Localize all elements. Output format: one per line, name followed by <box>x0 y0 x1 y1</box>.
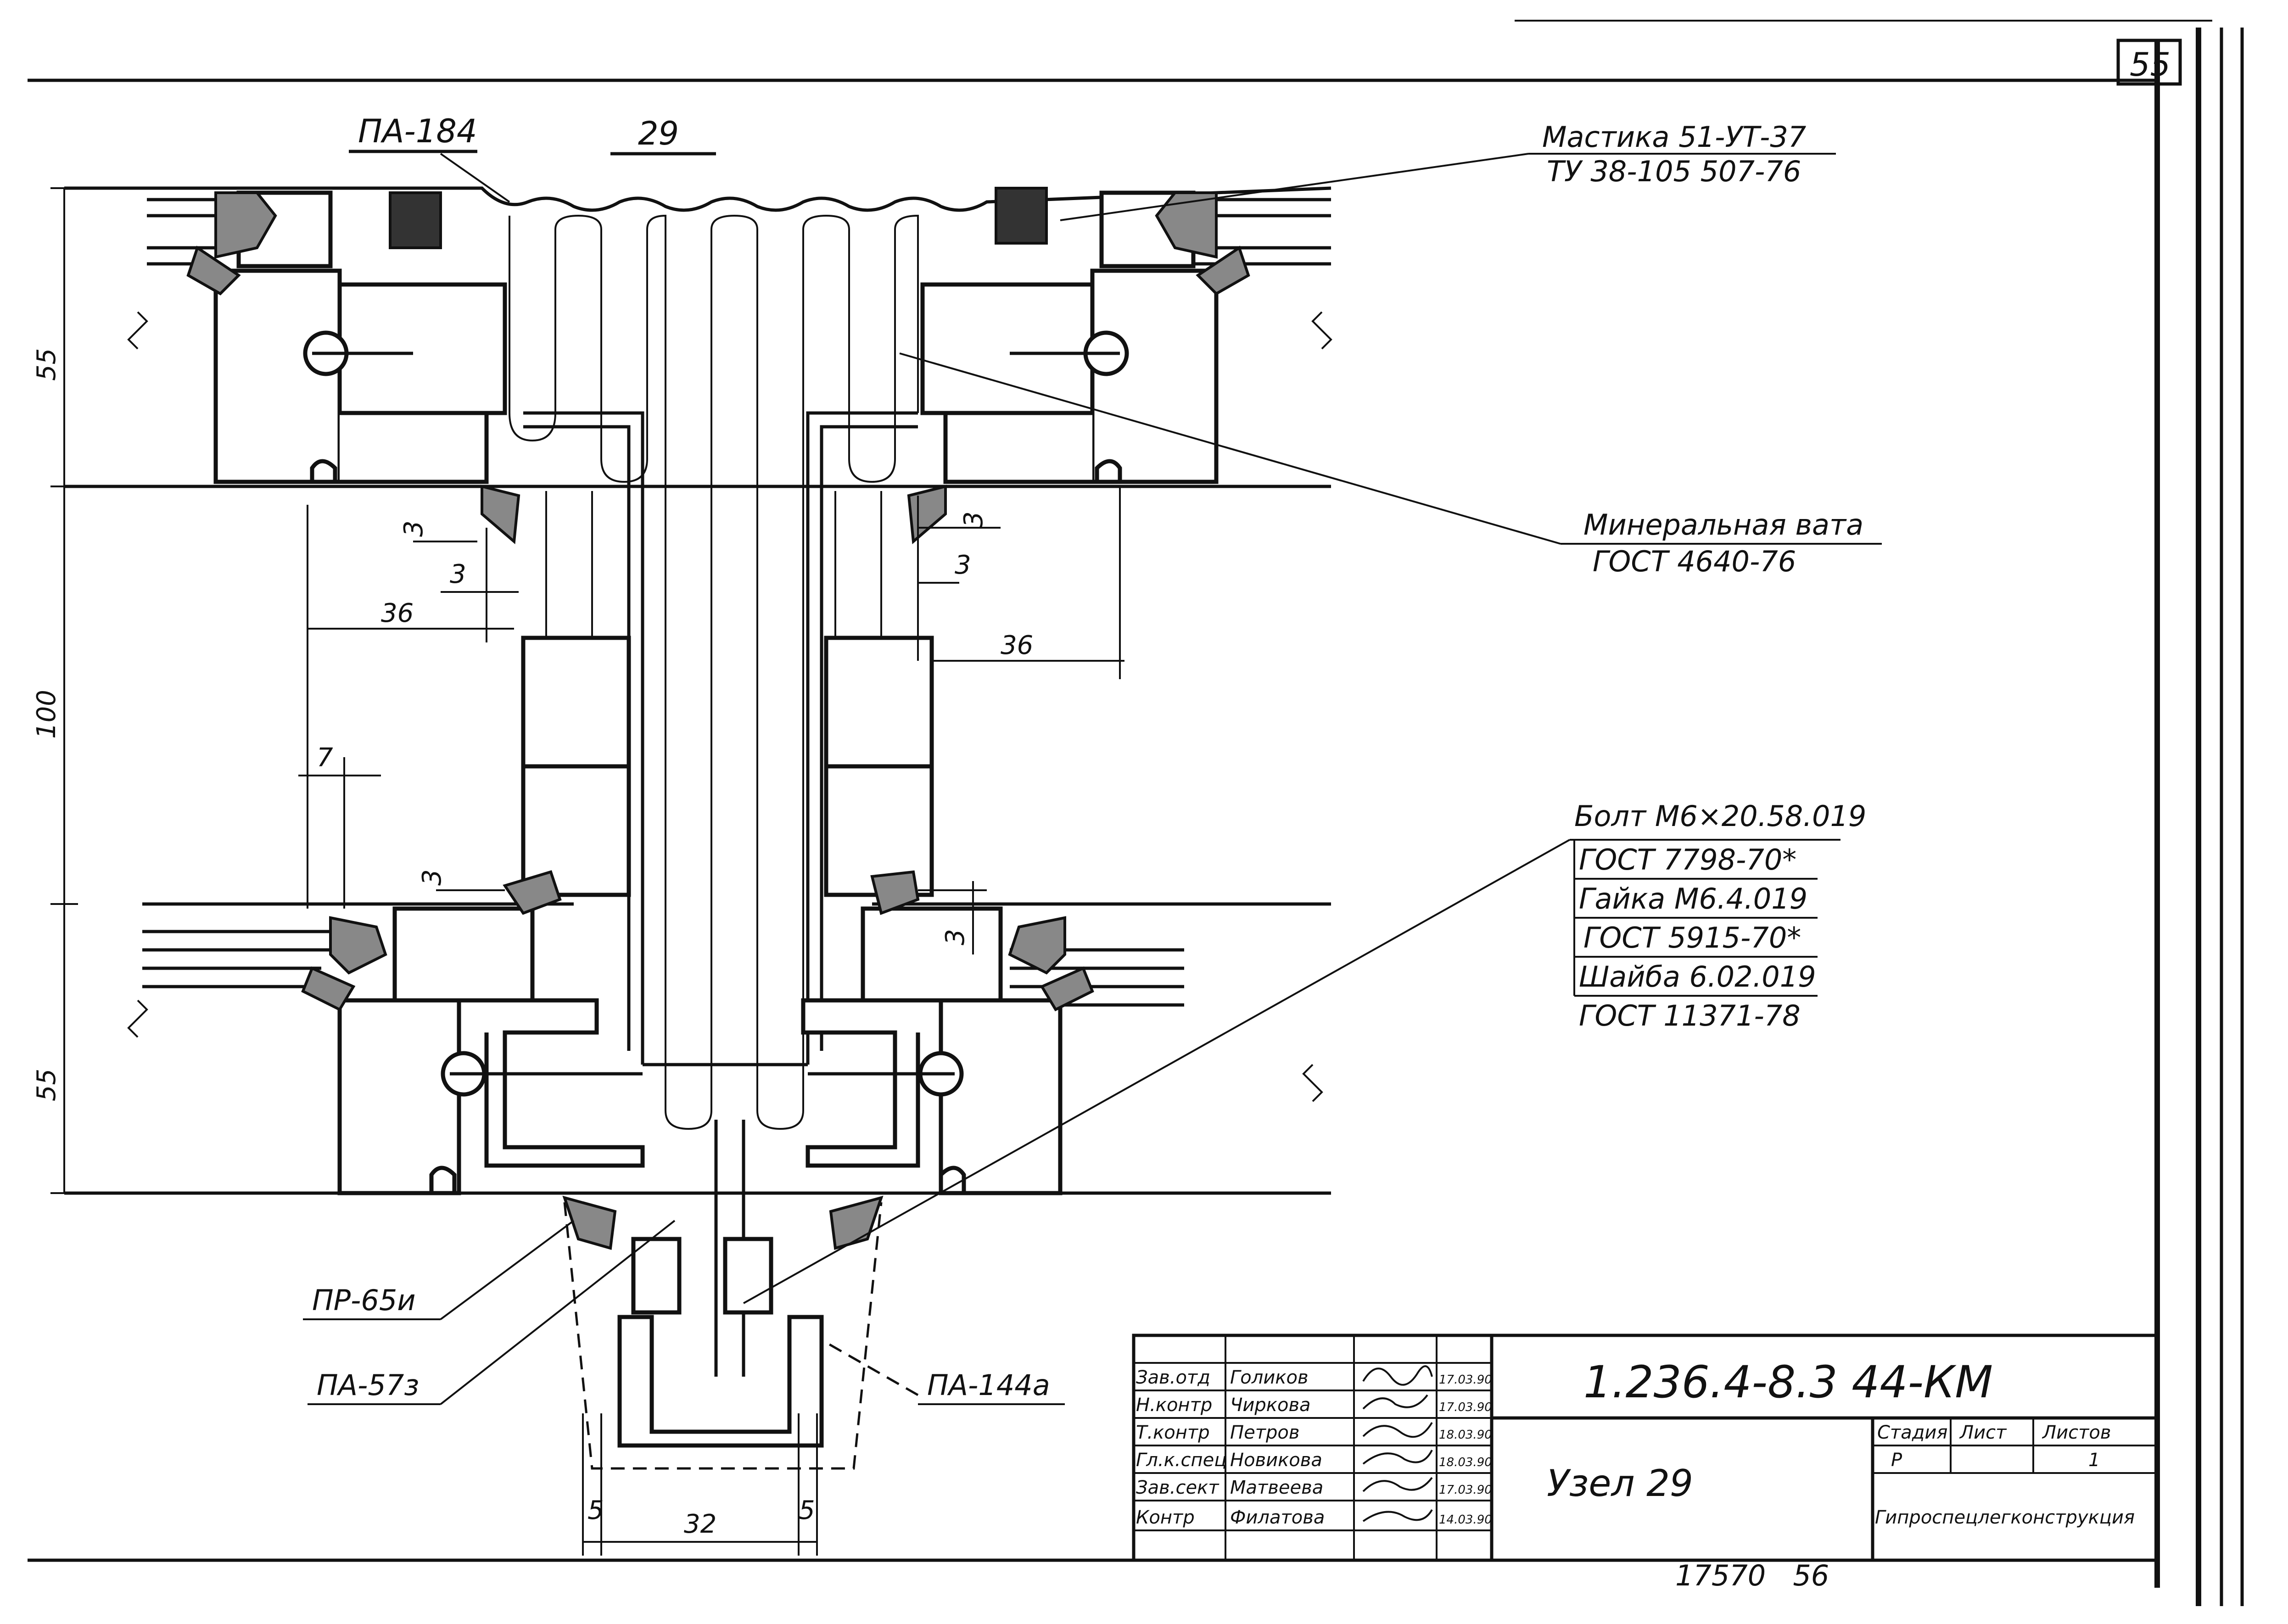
dim-55-bottom: 55 <box>32 1069 62 1101</box>
label-bolt-line4: ГОСТ 5915-70* <box>1583 921 1801 954</box>
signature-scribble <box>1362 1394 1428 1410</box>
dim-3-a: 3 <box>399 520 429 537</box>
date-3: 18.03.90 <box>1439 1456 1492 1469</box>
label-pr65: ПР-65и <box>312 1284 416 1317</box>
name-2: Петров <box>1230 1422 1299 1443</box>
organization-name: Гипроспецлегконструкция <box>1875 1507 2135 1528</box>
stage-header: Стадия <box>1877 1422 1947 1443</box>
sheet-frame <box>28 20 2244 1606</box>
dim-3-right-c: 3 <box>940 929 970 945</box>
dim-36-left: 36 <box>381 598 414 628</box>
date-1: 17.03.90 <box>1439 1401 1492 1414</box>
profile-pa184-left <box>186 190 507 484</box>
cover-cap <box>562 1120 884 1470</box>
label-pa144: ПА-144а <box>927 1368 1050 1402</box>
name-0: Голиков <box>1230 1367 1309 1388</box>
role-3: Гл.к.спец <box>1136 1450 1226 1471</box>
dim-3-right-a: 3 <box>959 511 989 528</box>
name-4: Матвеева <box>1230 1477 1323 1498</box>
date-2: 18.03.90 <box>1439 1428 1492 1442</box>
date-4: 17.03.90 <box>1439 1483 1492 1497</box>
dim-3-c: 3 <box>417 869 447 886</box>
title-block <box>1132 1334 2159 1562</box>
dimension-texts: 55 100 55 3 3 36 7 3 3 3 36 3 5 32 5 <box>32 348 1033 1539</box>
callouts: ПА-184 Мастика 51-УТ-37 ТУ 38-105 507-76… <box>303 112 1882 1405</box>
dim-5-right: 5 <box>799 1496 815 1525</box>
date-5: 14.03.90 <box>1439 1513 1492 1527</box>
signature-rows: Зав.отд Голиков 17.03.90 Н.контр Чиркова… <box>1136 1365 1492 1528</box>
role-2: Т.контр <box>1136 1422 1210 1443</box>
stage-value: Р <box>1891 1450 1902 1471</box>
drawing-code: 1.236.4-8.3 44-КМ <box>1583 1356 1993 1408</box>
role-1: Н.контр <box>1136 1395 1212 1416</box>
role-0: Зав.отд <box>1136 1367 1210 1388</box>
label-pa57: ПА-57з <box>317 1368 419 1402</box>
dim-32: 32 <box>684 1509 716 1539</box>
dimension-lines <box>50 187 1124 1556</box>
bottom-numbers: 17570 56 <box>1675 1559 1829 1592</box>
sheets-header: Листов <box>2042 1422 2111 1443</box>
label-bolt-line3: Гайка М6.4.019 <box>1579 882 1807 915</box>
label-mastic-line1: Мастика 51-УТ-37 <box>1542 120 1806 154</box>
signature-scribble <box>1362 1365 1433 1386</box>
label-mastic-line2: ТУ 38-105 507-76 <box>1547 155 1801 188</box>
name-3: Новикова <box>1230 1450 1322 1471</box>
name-1: Чиркова <box>1230 1395 1311 1416</box>
node-label: 29 <box>638 115 679 152</box>
dim-3-b: 3 <box>450 559 466 589</box>
break-marks <box>127 311 1332 1102</box>
label-pa184: ПА-184 <box>358 112 477 150</box>
label-bolt-line1: Болт М6×20.58.019 <box>1574 799 1866 833</box>
drawing-title: Узел 29 <box>1547 1462 1693 1505</box>
role-5: Контр <box>1136 1507 1195 1528</box>
dim-55-top: 55 <box>32 348 62 381</box>
label-mineral-wool-line2: ГОСТ 4640-76 <box>1593 545 1796 578</box>
label-bolt-line5: Шайба 6.02.019 <box>1579 960 1816 993</box>
dim-3-right-b: 3 <box>955 550 971 580</box>
label-mineral-wool-line1: Минеральная вата <box>1583 508 1863 541</box>
dim-5-left: 5 <box>587 1496 604 1525</box>
dim-7: 7 <box>317 743 333 773</box>
role-4: Зав.сект <box>1136 1477 1220 1498</box>
profile-right-top <box>920 187 1250 484</box>
name-5: Филатова <box>1230 1507 1325 1528</box>
label-bolt-line6: ГОСТ 11371-78 <box>1579 999 1801 1032</box>
dim-36-right: 36 <box>1001 631 1033 660</box>
sheets-value: 1 <box>2088 1450 2100 1471</box>
signature-scribble <box>1362 1509 1433 1522</box>
signature-scribble <box>1362 1422 1433 1438</box>
dim-100: 100 <box>32 690 62 739</box>
signature-scribble <box>1362 1477 1433 1492</box>
date-0: 17.03.90 <box>1439 1373 1492 1387</box>
profile-lower-left <box>301 870 645 1195</box>
label-bolt-line2: ГОСТ 7798-70* <box>1579 843 1796 876</box>
lower-glazing-row <box>64 902 1331 1195</box>
signature-scribble <box>1362 1450 1433 1465</box>
page-number: 55 <box>2130 46 2171 84</box>
profile-lower-right <box>801 870 1094 1195</box>
sheet-header: Лист <box>1959 1422 2007 1443</box>
